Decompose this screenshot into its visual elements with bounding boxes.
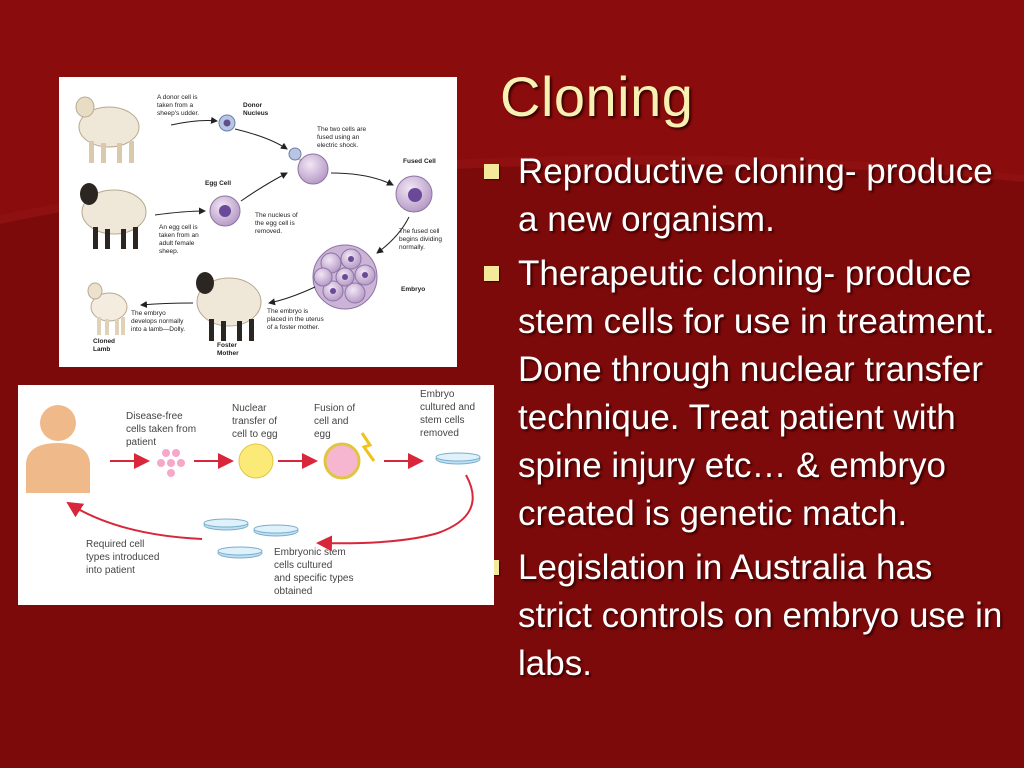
bullet-therapeutic-cloning: Therapeutic cloning- produce stem cells … (480, 250, 1010, 538)
step-embryo-cultured: Embryo (420, 389, 455, 400)
donor-sheep-icon (75, 96, 140, 163)
patient-silhouette-icon (26, 405, 90, 493)
bullet-text: Legislation in Australia has strict cont… (518, 548, 1003, 683)
petri-dishes-icon (203, 518, 299, 559)
patient-cells-icon (157, 449, 185, 477)
placed-note: The embryo is (267, 308, 309, 315)
square-bullet-icon (484, 164, 499, 179)
step-disease-free-cells: Disease-free (126, 411, 183, 422)
fusing-cell-icon (297, 153, 329, 185)
electric-shock-icon (360, 432, 376, 462)
egg-cell-icon (238, 443, 274, 479)
cloned-lamb-label: Cloned (93, 338, 115, 345)
egg-nucleus-note: The nucleus of (255, 212, 298, 219)
foster-mother-sheep-icon (196, 272, 262, 341)
develops-note: The embryo (131, 310, 166, 317)
bullet-text: Reproductive cloning- produce a new orga… (518, 152, 993, 239)
dividing-note: The fused cell (399, 228, 440, 235)
square-bullet-icon (484, 266, 499, 281)
egg-from-note: An egg cell is (159, 224, 198, 231)
fused-note: The two cells are (317, 126, 367, 133)
bullet-reproductive-cloning: Reproductive cloning- produce a new orga… (480, 148, 1010, 244)
foster-mother-label: Foster (217, 342, 237, 349)
step-cells-introduced: Required cell (86, 539, 144, 550)
step-nuclear-transfer: Nuclear (232, 403, 267, 414)
embryo-icon (312, 244, 378, 310)
fused-cell-label: Fused Cell (403, 158, 436, 165)
fused-egg-icon (323, 442, 361, 480)
step-fusion: Fusion of (314, 403, 355, 414)
egg-cell-label: Egg Cell (205, 180, 231, 187)
donor-cell-note: A donor cell is (157, 94, 198, 101)
egg-donor-sheep-icon (80, 183, 147, 249)
petri-dish-icon (435, 452, 481, 465)
slide-title: Cloning (500, 65, 694, 128)
step-stem-cells-cultured: Embryonic stem (274, 547, 346, 558)
cloned-lamb-icon (87, 282, 128, 335)
donor-nucleus-label: Donor (243, 102, 263, 109)
bullet-legislation: Legislation in Australia has strict cont… (480, 544, 1010, 688)
bullet-list: Reproductive cloning- produce a new orga… (480, 148, 1010, 694)
embryo-label: Embryo (401, 286, 425, 293)
bullet-text: Therapeutic cloning- produce stem cells … (518, 254, 995, 533)
